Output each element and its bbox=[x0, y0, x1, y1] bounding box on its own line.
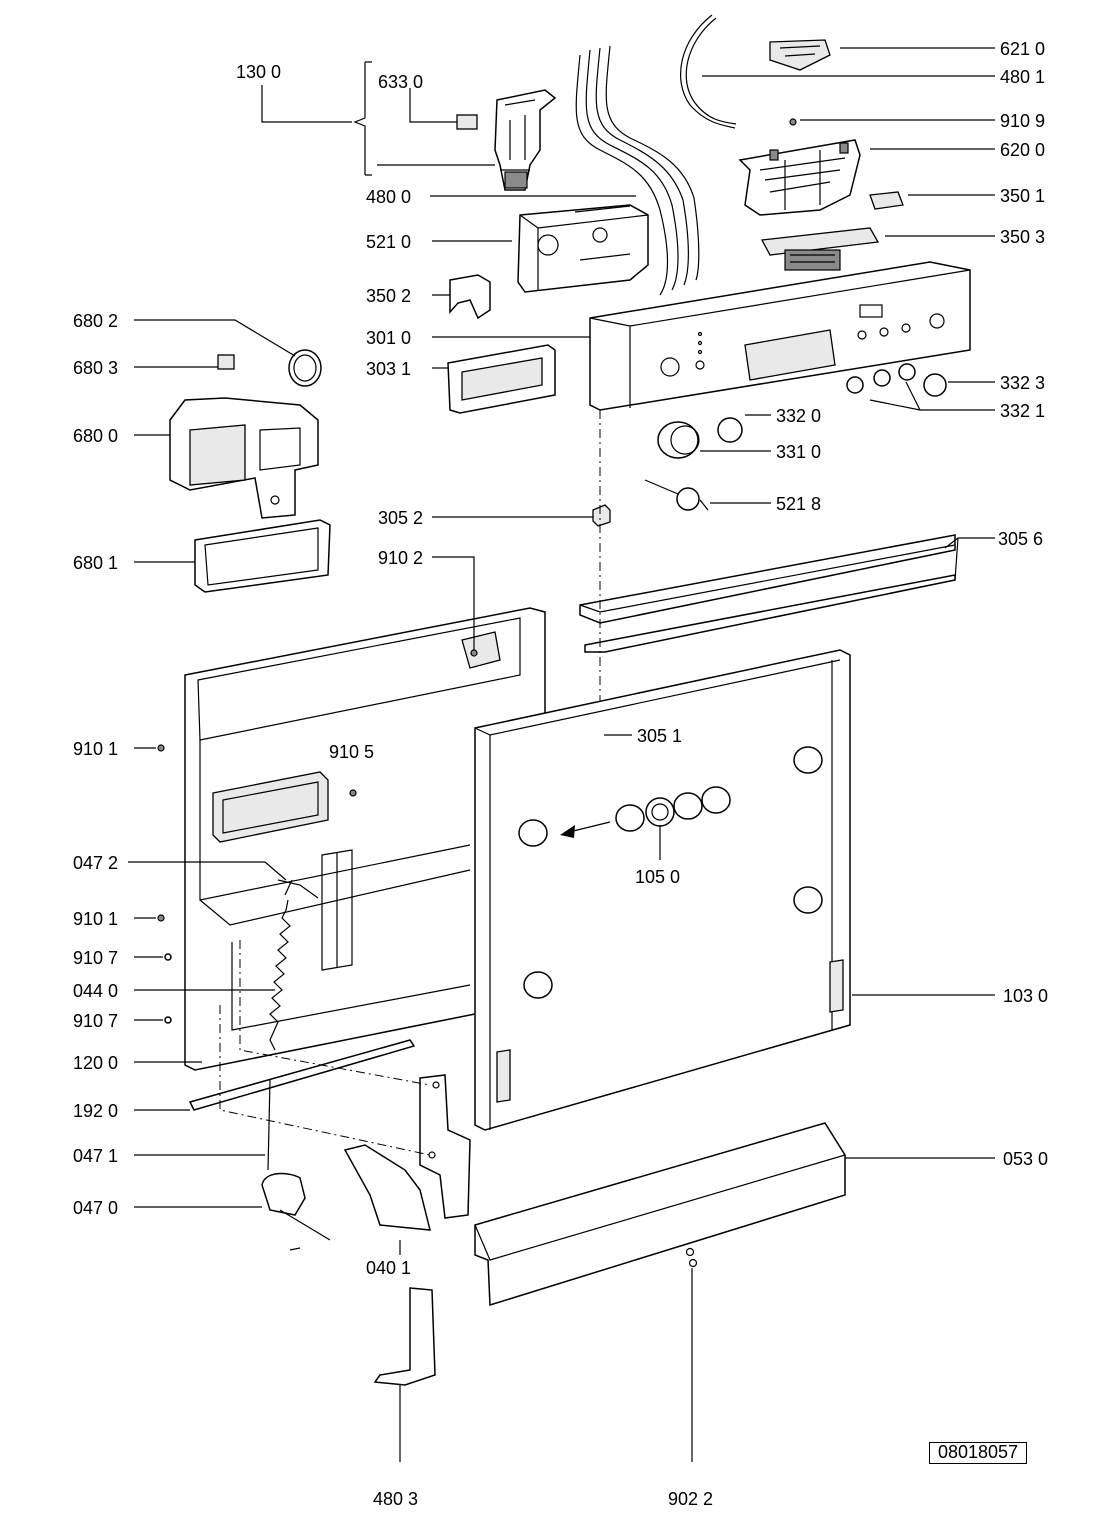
screw-910-9 bbox=[789, 118, 797, 126]
screw-910-2 bbox=[470, 649, 478, 657]
callout-303-1: 303 1 bbox=[366, 359, 411, 379]
cable-047-1 bbox=[267, 1079, 271, 1171]
direction-arrow-head bbox=[560, 825, 575, 838]
callout-521-8: 521 8 bbox=[776, 494, 821, 514]
board-621-0 bbox=[769, 39, 831, 71]
callout-305-2: 305 2 bbox=[378, 508, 423, 528]
callout-680-3: 680 3 bbox=[73, 358, 118, 378]
callout-332-1: 332 1 bbox=[1000, 401, 1045, 421]
callout-350-3: 350 3 bbox=[1000, 227, 1045, 247]
callout-633-0: 633 0 bbox=[378, 72, 423, 92]
callout-621-0: 621 0 bbox=[1000, 39, 1045, 59]
screw-910-7-bottom bbox=[164, 1016, 172, 1024]
hinge-bracket-040-1 bbox=[343, 1074, 471, 1231]
outer-door-103-0 bbox=[474, 649, 851, 1131]
control-panel-301-0 bbox=[589, 261, 971, 411]
hinge-047-0 bbox=[261, 1172, 331, 1251]
screw-910-7-top bbox=[164, 953, 172, 961]
callout-120-0: 120 0 bbox=[73, 1053, 118, 1073]
callout-047-0: 047 0 bbox=[73, 1198, 118, 1218]
callout-910-7-bottom: 910 7 bbox=[73, 1011, 118, 1031]
screw-910-5 bbox=[349, 789, 357, 797]
callout-350-1: 350 1 bbox=[1000, 186, 1045, 206]
callout-332-0: 332 0 bbox=[776, 406, 821, 426]
callout-521-0: 521 0 bbox=[366, 232, 411, 252]
gasket-680-1 bbox=[194, 519, 331, 593]
clip-350-2 bbox=[449, 274, 491, 320]
screw-902-2 bbox=[685, 1247, 698, 1268]
callout-480-3: 480 3 bbox=[373, 1489, 418, 1509]
hinge-link-047-2 bbox=[277, 879, 319, 899]
callout-047-2: 047 2 bbox=[73, 853, 118, 873]
leader-lines bbox=[128, 47, 995, 1462]
bracket-620-0 bbox=[738, 139, 861, 216]
clip-680-3 bbox=[217, 354, 235, 370]
callout-902-2: 902 2 bbox=[668, 1489, 713, 1509]
control-module-521-0 bbox=[517, 204, 649, 293]
callout-053-0: 053 0 bbox=[1003, 1149, 1048, 1169]
wire-480-1 bbox=[679, 14, 736, 129]
callout-130-0: 130 0 bbox=[236, 62, 281, 82]
connector-350-3 bbox=[760, 227, 880, 271]
bracket-480-3 bbox=[373, 1287, 436, 1386]
callout-040-1: 040 1 bbox=[366, 1258, 411, 1278]
dispenser-680-0 bbox=[169, 397, 319, 519]
door-lock-assembly bbox=[494, 89, 557, 191]
callout-labels: 130 0 633 0 480 0 521 0 350 2 301 0 303 … bbox=[73, 39, 1048, 1509]
callout-332-3: 332 3 bbox=[1000, 373, 1045, 393]
rail-305-6 bbox=[579, 534, 956, 653]
callout-331-0: 331 0 bbox=[776, 442, 821, 462]
callout-680-2: 680 2 bbox=[73, 311, 118, 331]
cover-350-1 bbox=[869, 191, 904, 210]
microswitch-633-0 bbox=[456, 114, 478, 130]
selector-521-8 bbox=[644, 479, 709, 511]
callout-350-2: 350 2 bbox=[366, 286, 411, 306]
handle-303-1 bbox=[447, 344, 556, 414]
callout-910-5: 910 5 bbox=[329, 742, 374, 762]
wire-harness-480-0 bbox=[575, 45, 700, 296]
callout-047-1: 047 1 bbox=[73, 1146, 118, 1166]
inner-door-panel-120-0 bbox=[184, 607, 546, 1071]
bumpers-105-0 bbox=[518, 746, 823, 999]
kickplate-053-0 bbox=[474, 1122, 846, 1307]
hinge-spring-044-0 bbox=[269, 899, 291, 1051]
callout-305-6: 305 6 bbox=[998, 529, 1043, 549]
knob-set-332-1 bbox=[846, 363, 916, 394]
callout-910-1-mid: 910 1 bbox=[73, 909, 118, 929]
screw-910-1-mid bbox=[157, 914, 165, 922]
callout-910-7-top: 910 7 bbox=[73, 948, 118, 968]
callout-910-1-top: 910 1 bbox=[73, 739, 118, 759]
callout-910-2: 910 2 bbox=[378, 548, 423, 568]
knob-332-3 bbox=[923, 373, 947, 397]
rod-192-0 bbox=[188, 1039, 416, 1111]
callout-044-0: 044 0 bbox=[73, 981, 118, 1001]
callout-192-0: 192 0 bbox=[73, 1101, 118, 1121]
knob-331-0 bbox=[657, 421, 700, 459]
callout-620-0: 620 0 bbox=[1000, 140, 1045, 160]
callout-480-1: 480 1 bbox=[1000, 67, 1045, 87]
callout-480-0: 480 0 bbox=[366, 187, 411, 207]
callout-305-1: 305 1 bbox=[637, 726, 682, 746]
knob-332-0 bbox=[717, 417, 743, 443]
callout-680-0: 680 0 bbox=[73, 426, 118, 446]
callout-301-0: 301 0 bbox=[366, 328, 411, 348]
callout-103-0: 103 0 bbox=[1003, 986, 1048, 1006]
callout-105-0: 105 0 bbox=[635, 867, 680, 887]
callout-910-9: 910 9 bbox=[1000, 111, 1045, 131]
bracket-305-2 bbox=[592, 504, 611, 527]
callout-680-1: 680 1 bbox=[73, 553, 118, 573]
screw-910-1-top bbox=[157, 744, 165, 752]
document-id-box: 08018057 bbox=[929, 1442, 1027, 1464]
